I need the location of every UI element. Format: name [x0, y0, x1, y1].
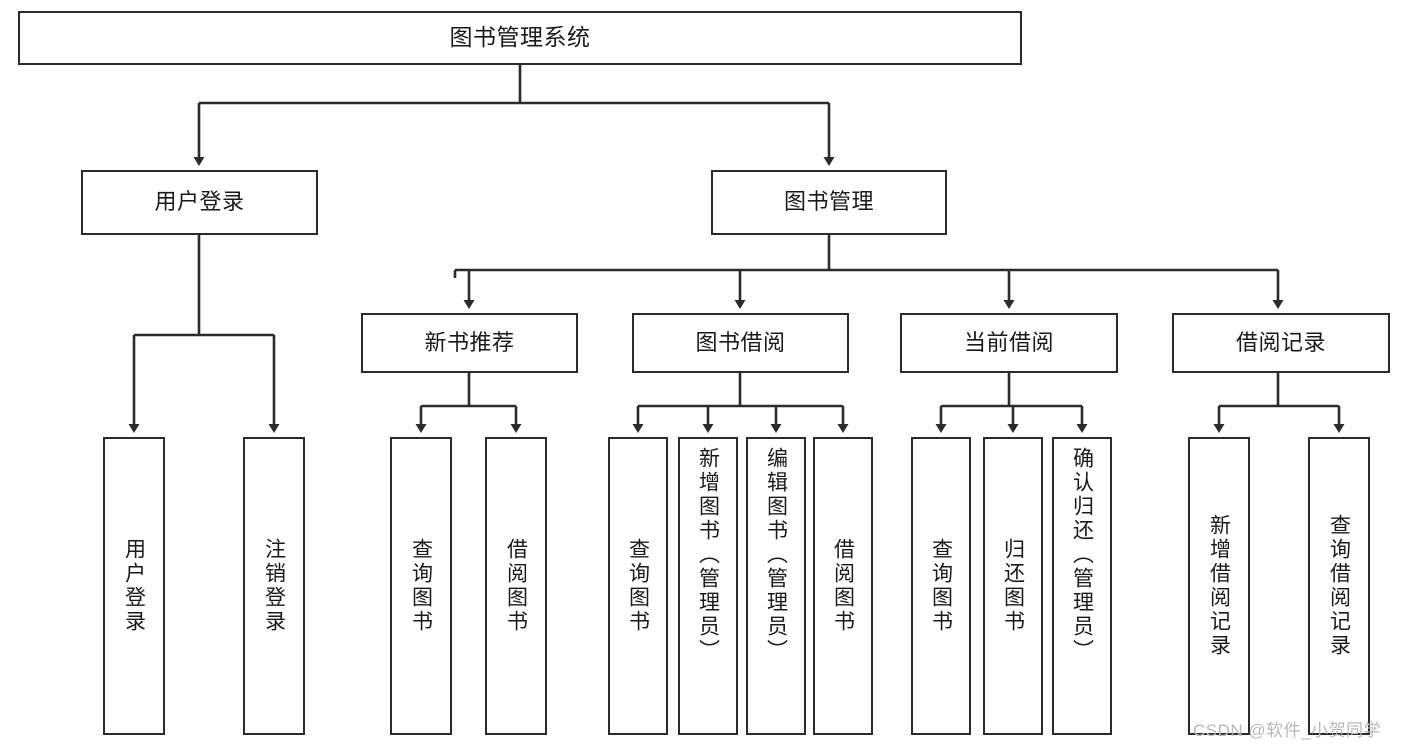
leaf-label: 注销登录 — [262, 538, 286, 634]
leaf-logout[interactable]: 注销登录 — [243, 437, 305, 735]
node-borrow-records[interactable]: 借阅记录 — [1172, 313, 1390, 373]
leaf-edit-book-admin[interactable]: 编辑图书（管理员） — [746, 437, 806, 735]
leaf-label: 查询借阅记录 — [1327, 514, 1351, 658]
node-label: 借阅记录 — [1235, 329, 1326, 355]
node-label: 新书推荐 — [424, 329, 515, 355]
leaf-return-book[interactable]: 归还图书 — [983, 437, 1043, 735]
leaf-query-book-borrow[interactable]: 查询图书 — [608, 437, 668, 735]
node-label: 当前借阅 — [963, 329, 1054, 355]
node-label: 用户登录 — [154, 189, 245, 215]
node-book-management[interactable]: 图书管理 — [711, 170, 947, 235]
leaf-label: 归还图书 — [1001, 538, 1025, 634]
leaf-borrow-book[interactable]: 借阅图书 — [813, 437, 873, 735]
node-current-borrow[interactable]: 当前借阅 — [900, 313, 1118, 373]
leaf-add-book-admin[interactable]: 新增图书（管理员） — [678, 437, 738, 735]
node-root[interactable]: 图书管理系统 — [18, 11, 1022, 65]
leaf-confirm-return-admin[interactable]: 确认归还（管理员） — [1052, 437, 1112, 735]
node-label: 图书借阅 — [695, 329, 786, 355]
node-root-label: 图书管理系统 — [449, 24, 591, 51]
node-label: 图书管理 — [783, 189, 874, 215]
leaf-label: 借阅图书 — [831, 538, 855, 634]
watermark: CSDN @软件_小贺同学 — [1193, 721, 1382, 740]
leaf-label: 用户登录 — [122, 538, 146, 634]
leaf-label: 确认归还（管理员） — [1070, 447, 1094, 663]
leaf-borrow-book-recommend[interactable]: 借阅图书 — [485, 437, 547, 735]
node-new-book-recommend[interactable]: 新书推荐 — [361, 313, 578, 373]
leaf-label: 查询图书 — [929, 538, 953, 634]
node-book-borrow[interactable]: 图书借阅 — [632, 313, 849, 373]
leaf-query-book-recommend[interactable]: 查询图书 — [390, 437, 452, 735]
leaf-label: 新增图书（管理员） — [696, 447, 720, 663]
leaf-label: 查询图书 — [626, 538, 650, 634]
leaf-query-book-current[interactable]: 查询图书 — [911, 437, 971, 735]
leaf-user-login[interactable]: 用户登录 — [103, 437, 165, 735]
leaf-add-borrow-record[interactable]: 新增借阅记录 — [1188, 437, 1250, 735]
leaf-query-borrow-record[interactable]: 查询借阅记录 — [1308, 437, 1370, 735]
node-user-login[interactable]: 用户登录 — [81, 170, 318, 235]
leaf-label: 查询图书 — [409, 538, 433, 634]
leaf-label: 借阅图书 — [504, 538, 528, 634]
leaf-label: 编辑图书（管理员） — [764, 447, 788, 663]
leaf-label: 新增借阅记录 — [1207, 514, 1231, 658]
